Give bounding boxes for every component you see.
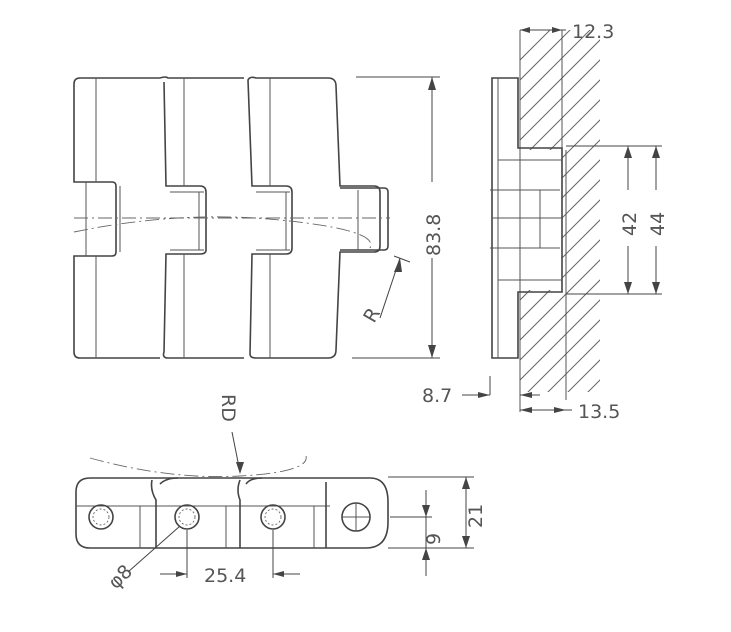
radius-label: R — [359, 304, 385, 326]
pin-diameter-label: φ8 — [104, 561, 137, 594]
dim-12-3: 12.3 — [572, 21, 614, 43]
side-section: 12.3 42 44 8.7 13.5 — [422, 21, 669, 423]
top-view: R 83.8 — [73, 76, 445, 359]
width-dimension: 83.8 — [423, 214, 445, 256]
rd-label: RD — [217, 394, 239, 422]
dim-8-7: 8.7 — [422, 385, 452, 407]
dim-42: 42 — [619, 212, 641, 236]
dim-13-5: 13.5 — [578, 401, 620, 423]
dim-21: 21 — [465, 504, 487, 528]
dim-44: 44 — [647, 212, 669, 236]
pitch-dimension: 25.4 — [204, 565, 246, 587]
front-view: RD φ8 25.4 21 9 — [75, 394, 487, 594]
dim-9: 9 — [423, 533, 445, 545]
